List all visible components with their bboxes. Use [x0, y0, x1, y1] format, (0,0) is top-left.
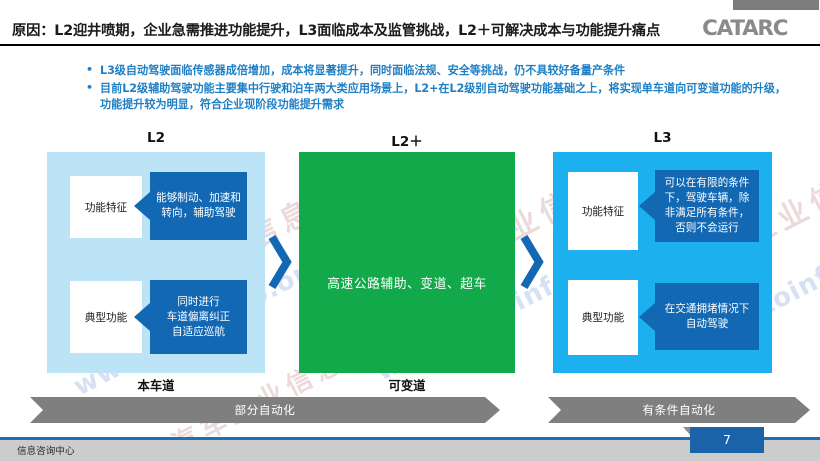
l2-feature-label-box: 功能特征 [70, 176, 142, 238]
footer-divider [0, 437, 820, 440]
l3-feature-callout: 可以在有限的条件 下，驾驶车辆，除 非满足所有条件， 否则不会运行 [639, 170, 759, 242]
lane-label-l2: 本车道 [137, 379, 175, 393]
l3-typical-label: 典型功能 [581, 312, 625, 324]
banner-conditional-automation: 有条件自动化 [548, 397, 810, 423]
level-heading-l2plus: L2＋ [391, 134, 423, 150]
list-item: L3级自动驾驶面临传感器成倍增加，成本将显著提升，同时面临法规、安全等挑战，仍不… [86, 62, 786, 80]
l2-typical-label: 典型功能 [84, 311, 128, 324]
list-item: 目前L2级辅助驾驶功能主要集中行驶和泊车两大类应用场景上，L2+在L2级别自动驾… [86, 80, 786, 114]
page-title: 原因：L2迎井喷期，企业急需推进功能提升，L3面临成本及监管挑战，L2＋可解决成… [12, 23, 661, 39]
callout-tail-icon [639, 302, 655, 331]
chevron-right-icon-2 [519, 233, 545, 291]
l3-typical-label-box: 典型功能 [568, 280, 638, 355]
catarc-logo: CATARC [702, 16, 788, 40]
l2-typical-label-box: 典型功能 [70, 281, 142, 353]
lane-label-l2plus: 可变道 [388, 379, 426, 393]
level-heading-l3: L3 [653, 130, 672, 146]
top-accent-bar [733, 0, 819, 10]
title-divider [0, 44, 820, 46]
l2-typical-callout: 同时进行 车道偏离纠正 自适应巡航 [134, 280, 247, 354]
l3-feature-callout-text: 可以在有限的条件 下，驾驶车辆，除 非满足所有条件， 否则不会运行 [664, 177, 750, 234]
banner-partial-automation-label: 部分自动化 [234, 403, 296, 417]
l3-feature-label: 功能特征 [581, 205, 625, 218]
l3-typical-callout: 在交通拥堵情况下 自动驾驶 [639, 283, 759, 350]
callout-tail-icon [134, 192, 150, 220]
l2-feature-callout: 能够制动、加速和 转向，辅助驾驶 [134, 172, 247, 240]
l3-feature-label-box: 功能特征 [568, 172, 638, 250]
footer-bar [0, 440, 820, 461]
l2-typical-callout-text: 同时进行 车道偏离纠正 自适应巡航 [166, 295, 231, 338]
l2-feature-label: 功能特征 [84, 201, 128, 214]
chevron-right-icon-1 [267, 233, 293, 291]
l2plus-center-text: 高速公路辅助、变道、超车 [327, 277, 487, 292]
banner-partial-automation: 部分自动化 [30, 397, 500, 423]
callout-tail-icon [639, 192, 655, 220]
l3-typical-callout-text: 在交通拥堵情况下 自动驾驶 [664, 302, 750, 330]
bullet-list: L3级自动驾驶面临传感器成倍增加，成本将显著提升，同时面临法规、安全等挑战，仍不… [86, 62, 786, 115]
page-number-badge: 7 [690, 427, 764, 453]
callout-tail-icon [134, 303, 150, 331]
footer-org-label: 信息咨询中心 [17, 446, 75, 457]
page-badge-corner-icon [683, 427, 691, 436]
level-heading-l2: L2 [147, 130, 165, 146]
l2-feature-callout-text: 能够制动、加速和 转向，辅助驾驶 [156, 192, 241, 219]
panel-l2plus: 高速公路辅助、变道、超车 [299, 152, 515, 373]
banner-conditional-automation-label: 有条件自动化 [642, 403, 716, 417]
